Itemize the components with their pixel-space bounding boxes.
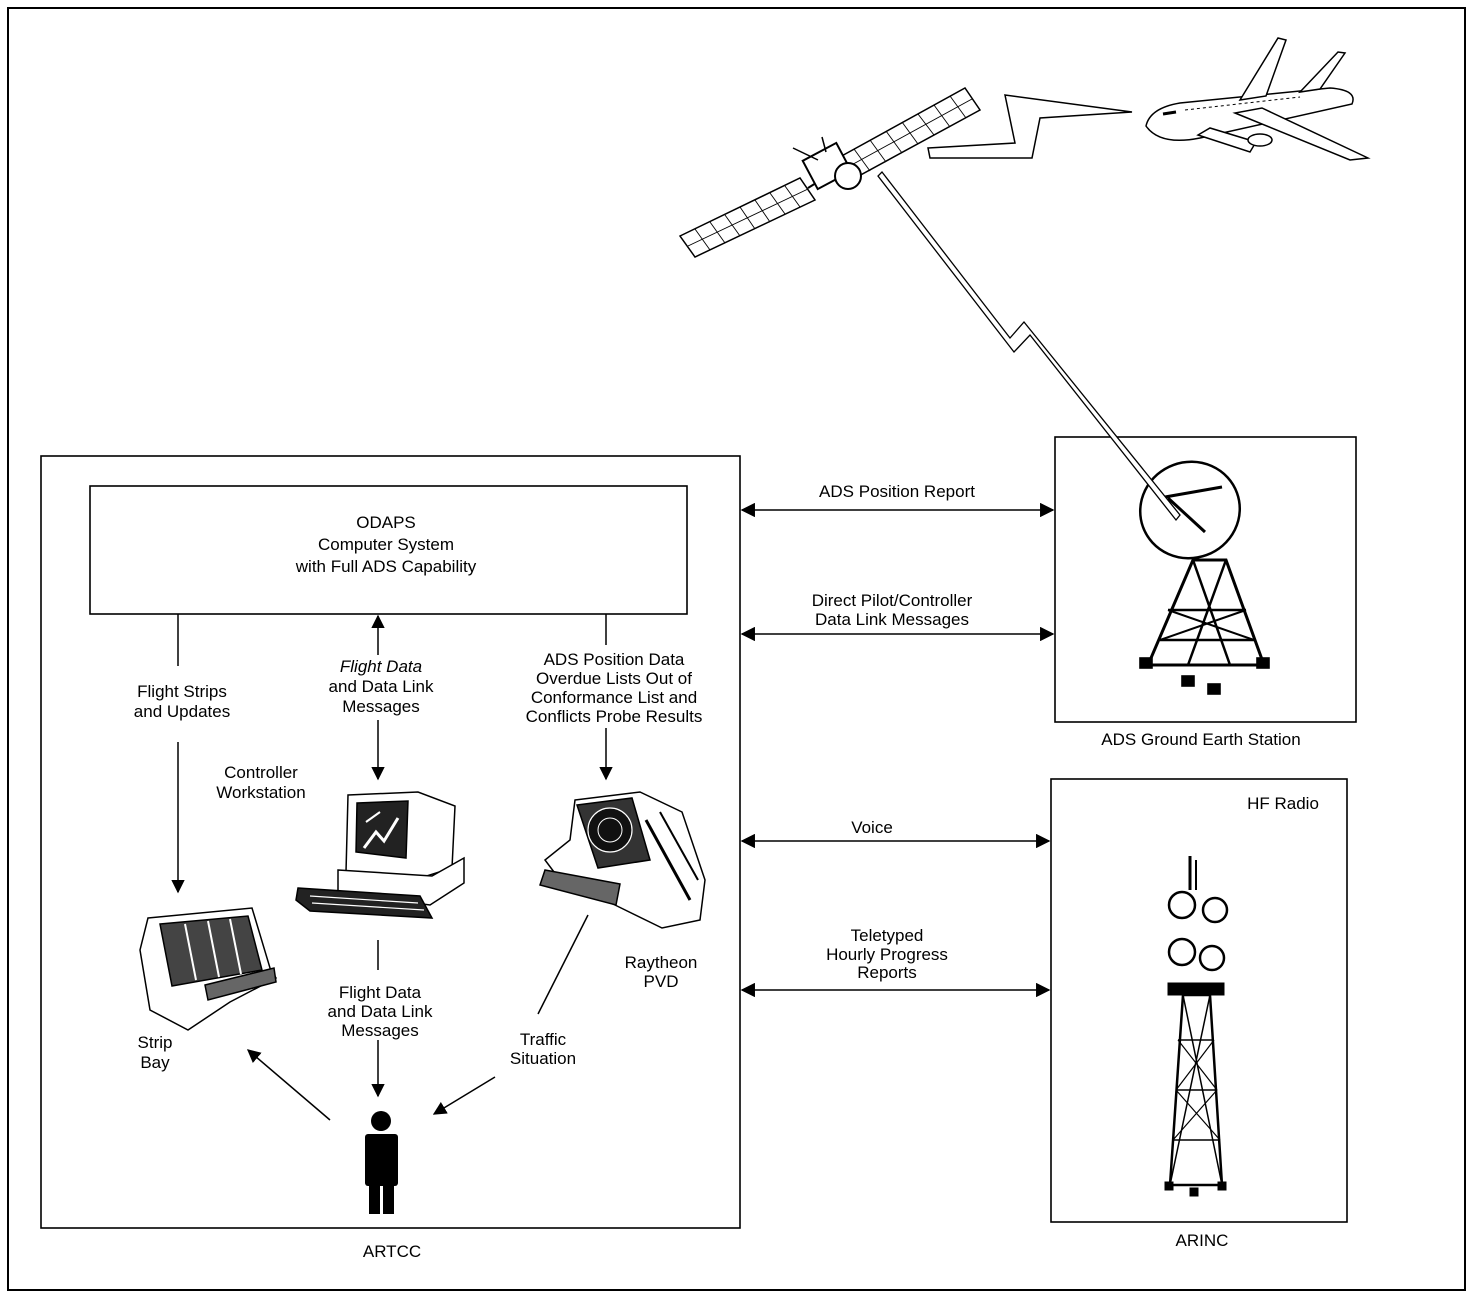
satellite-ground-link <box>877 171 1181 522</box>
svg-text:ODAPS: ODAPS <box>356 513 416 532</box>
traffic-situation-label: Traffic Situation <box>510 1030 576 1068</box>
svg-text:Situation: Situation <box>510 1049 576 1068</box>
traffic-situation-arrow <box>432 1076 496 1115</box>
svg-text:and Data Link: and Data Link <box>328 1002 433 1021</box>
ground-station-box <box>1054 436 1357 723</box>
controller-person-icon <box>365 1111 398 1214</box>
workstation-computer-icon <box>295 791 465 919</box>
odaps-label: ODAPS Computer System with Full ADS Capa… <box>295 513 477 576</box>
svg-text:Flight Data: Flight Data <box>340 657 422 676</box>
svg-text:Messages: Messages <box>341 1021 418 1040</box>
raytheon-pvd-icon <box>539 791 706 929</box>
hf-radio-label: HF Radio <box>1247 794 1319 813</box>
raytheon-pvd-label: Raytheon PVD <box>625 953 698 991</box>
flight-strips-label: Flight Strips and Updates <box>134 682 230 721</box>
ads-position-report-label: ADS Position Report <box>819 482 975 501</box>
svg-text:Overdue Lists Out of: Overdue Lists Out of <box>536 669 692 688</box>
svg-text:Conflicts Probe Results: Conflicts Probe Results <box>526 707 703 726</box>
radio-tower-icon <box>1164 856 1229 1197</box>
svg-text:Data Link Messages: Data Link Messages <box>815 610 969 629</box>
svg-text:Messages: Messages <box>342 697 419 716</box>
airplane-icon <box>1145 37 1371 161</box>
controller-workstation-label: Controller Workstation <box>216 763 305 802</box>
strip-bay-label: Strip Bay <box>138 1033 173 1072</box>
ground-station-caption: ADS Ground Earth Station <box>1101 730 1300 749</box>
svg-text:with Full ADS Capability: with Full ADS Capability <box>295 557 477 576</box>
satellite-icon <box>678 87 982 258</box>
svg-text:and Data Link: and Data Link <box>329 677 434 696</box>
ads-data-label: ADS Position Data Overdue Lists Out of C… <box>526 650 703 726</box>
svg-text:Controller: Controller <box>224 763 298 782</box>
direct-messages-label: Direct Pilot/Controller Data Link Messag… <box>812 591 973 629</box>
svg-text:Bay: Bay <box>140 1053 170 1072</box>
arinc-box <box>1050 778 1348 1223</box>
svg-text:Workstation: Workstation <box>216 783 305 802</box>
flight-data-up-label: Flight Data and Data Link Messages <box>329 657 434 716</box>
svg-text:Traffic: Traffic <box>520 1030 567 1049</box>
odaps-box <box>89 485 688 615</box>
svg-text:Flight Strips: Flight Strips <box>137 682 227 701</box>
svg-text:ADS Position Data: ADS Position Data <box>544 650 685 669</box>
person-to-strip-bay-arrow <box>246 1049 331 1121</box>
artcc-caption: ARTCC <box>363 1242 421 1261</box>
satellite-dish-icon <box>1138 460 1270 695</box>
satellite-airplane-link <box>927 94 1133 159</box>
svg-text:Reports: Reports <box>857 963 917 982</box>
flight-data-down-label: Flight Data and Data Link Messages <box>328 983 433 1040</box>
outer-frame <box>7 7 1466 1291</box>
artcc-box <box>40 455 741 1229</box>
svg-text:Flight Data: Flight Data <box>339 983 422 1002</box>
strip-bay-icon <box>139 907 278 1031</box>
svg-text:Strip: Strip <box>138 1033 173 1052</box>
svg-text:Raytheon: Raytheon <box>625 953 698 972</box>
svg-text:and Updates: and Updates <box>134 702 230 721</box>
pvd-traffic-line <box>537 914 589 1015</box>
voice-label: Voice <box>851 818 893 837</box>
svg-text:PVD: PVD <box>644 972 679 991</box>
svg-text:Hourly Progress: Hourly Progress <box>826 945 948 964</box>
arinc-caption: ARINC <box>1176 1231 1229 1250</box>
svg-text:Teletyped: Teletyped <box>851 926 924 945</box>
svg-text:Computer System: Computer System <box>318 535 454 554</box>
svg-text:Direct Pilot/Controller: Direct Pilot/Controller <box>812 591 973 610</box>
svg-text:Conformance List and: Conformance List and <box>531 688 697 707</box>
teletyped-reports-label: Teletyped Hourly Progress Reports <box>826 926 948 982</box>
